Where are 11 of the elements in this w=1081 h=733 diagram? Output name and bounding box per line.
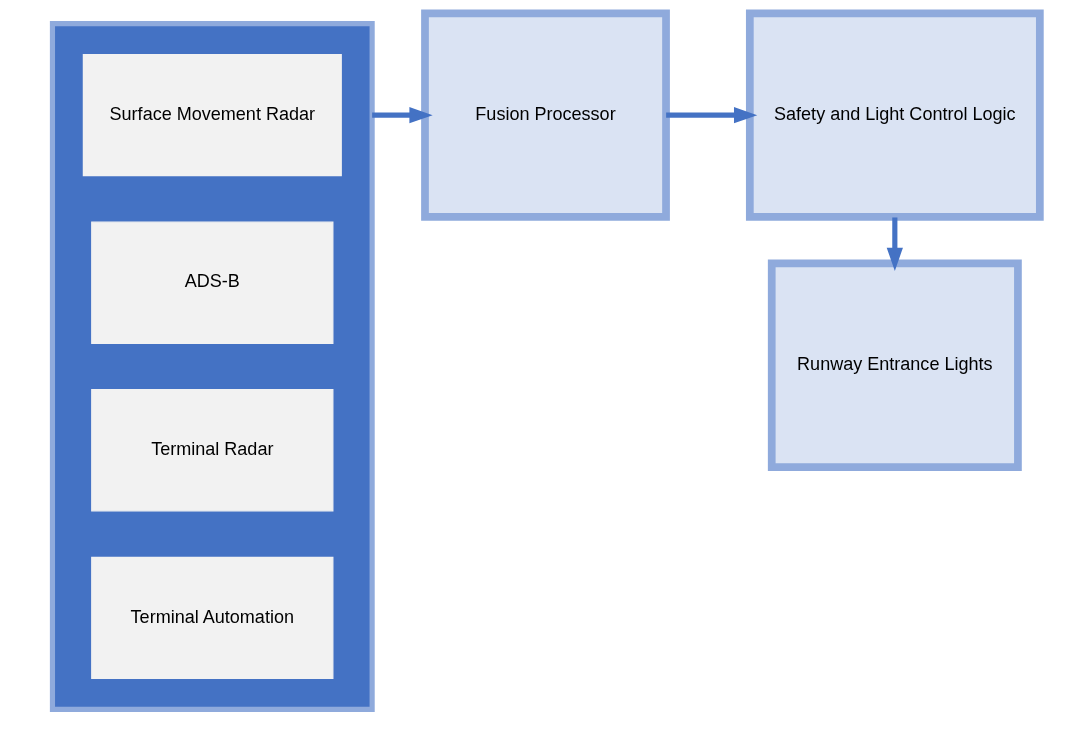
node-box: ADS-B [90, 221, 333, 344]
node-box: Runway Entrance Lights [767, 259, 1022, 471]
node-box: Terminal Automation [90, 556, 333, 680]
cluster [49, 21, 375, 712]
node-box: Surface Movement Radar [82, 53, 342, 177]
arrow [886, 217, 903, 271]
node-box: Fusion Processor [420, 9, 670, 221]
arrow [665, 107, 757, 124]
node-box: Safety and Light Control Logic [745, 9, 1044, 221]
arrow [371, 107, 433, 124]
node-box: Terminal Radar [90, 389, 333, 512]
